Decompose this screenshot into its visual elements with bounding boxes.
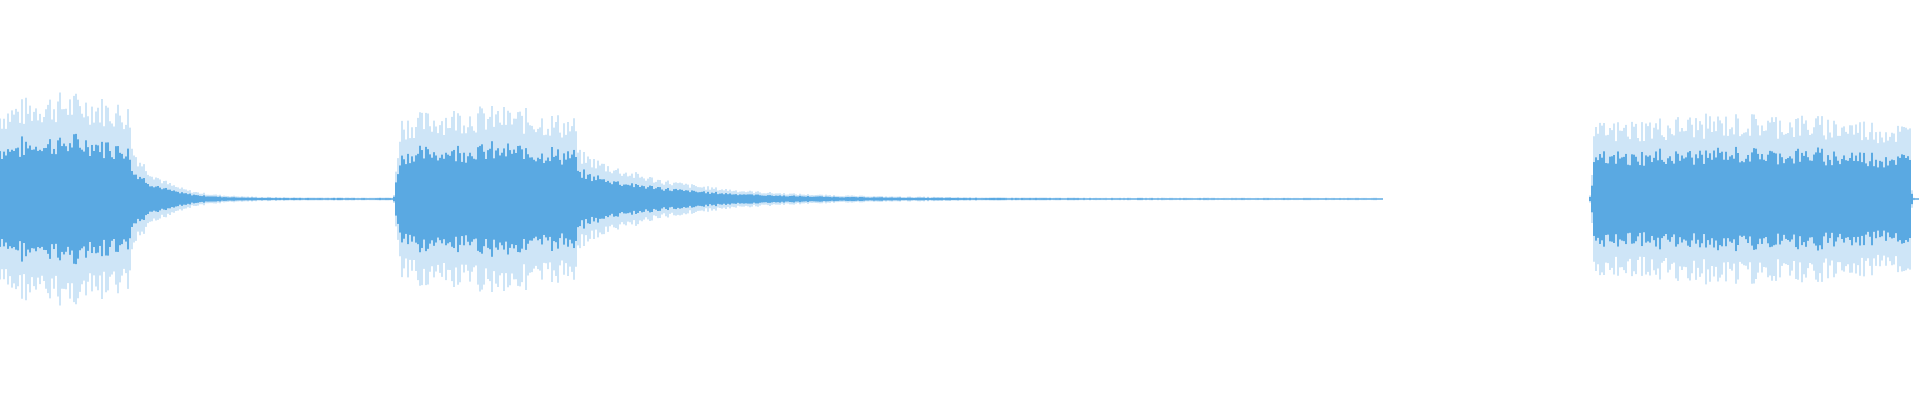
audio-waveform[interactable] [0, 0, 1920, 400]
audio-waveform-view[interactable] [0, 0, 1920, 400]
